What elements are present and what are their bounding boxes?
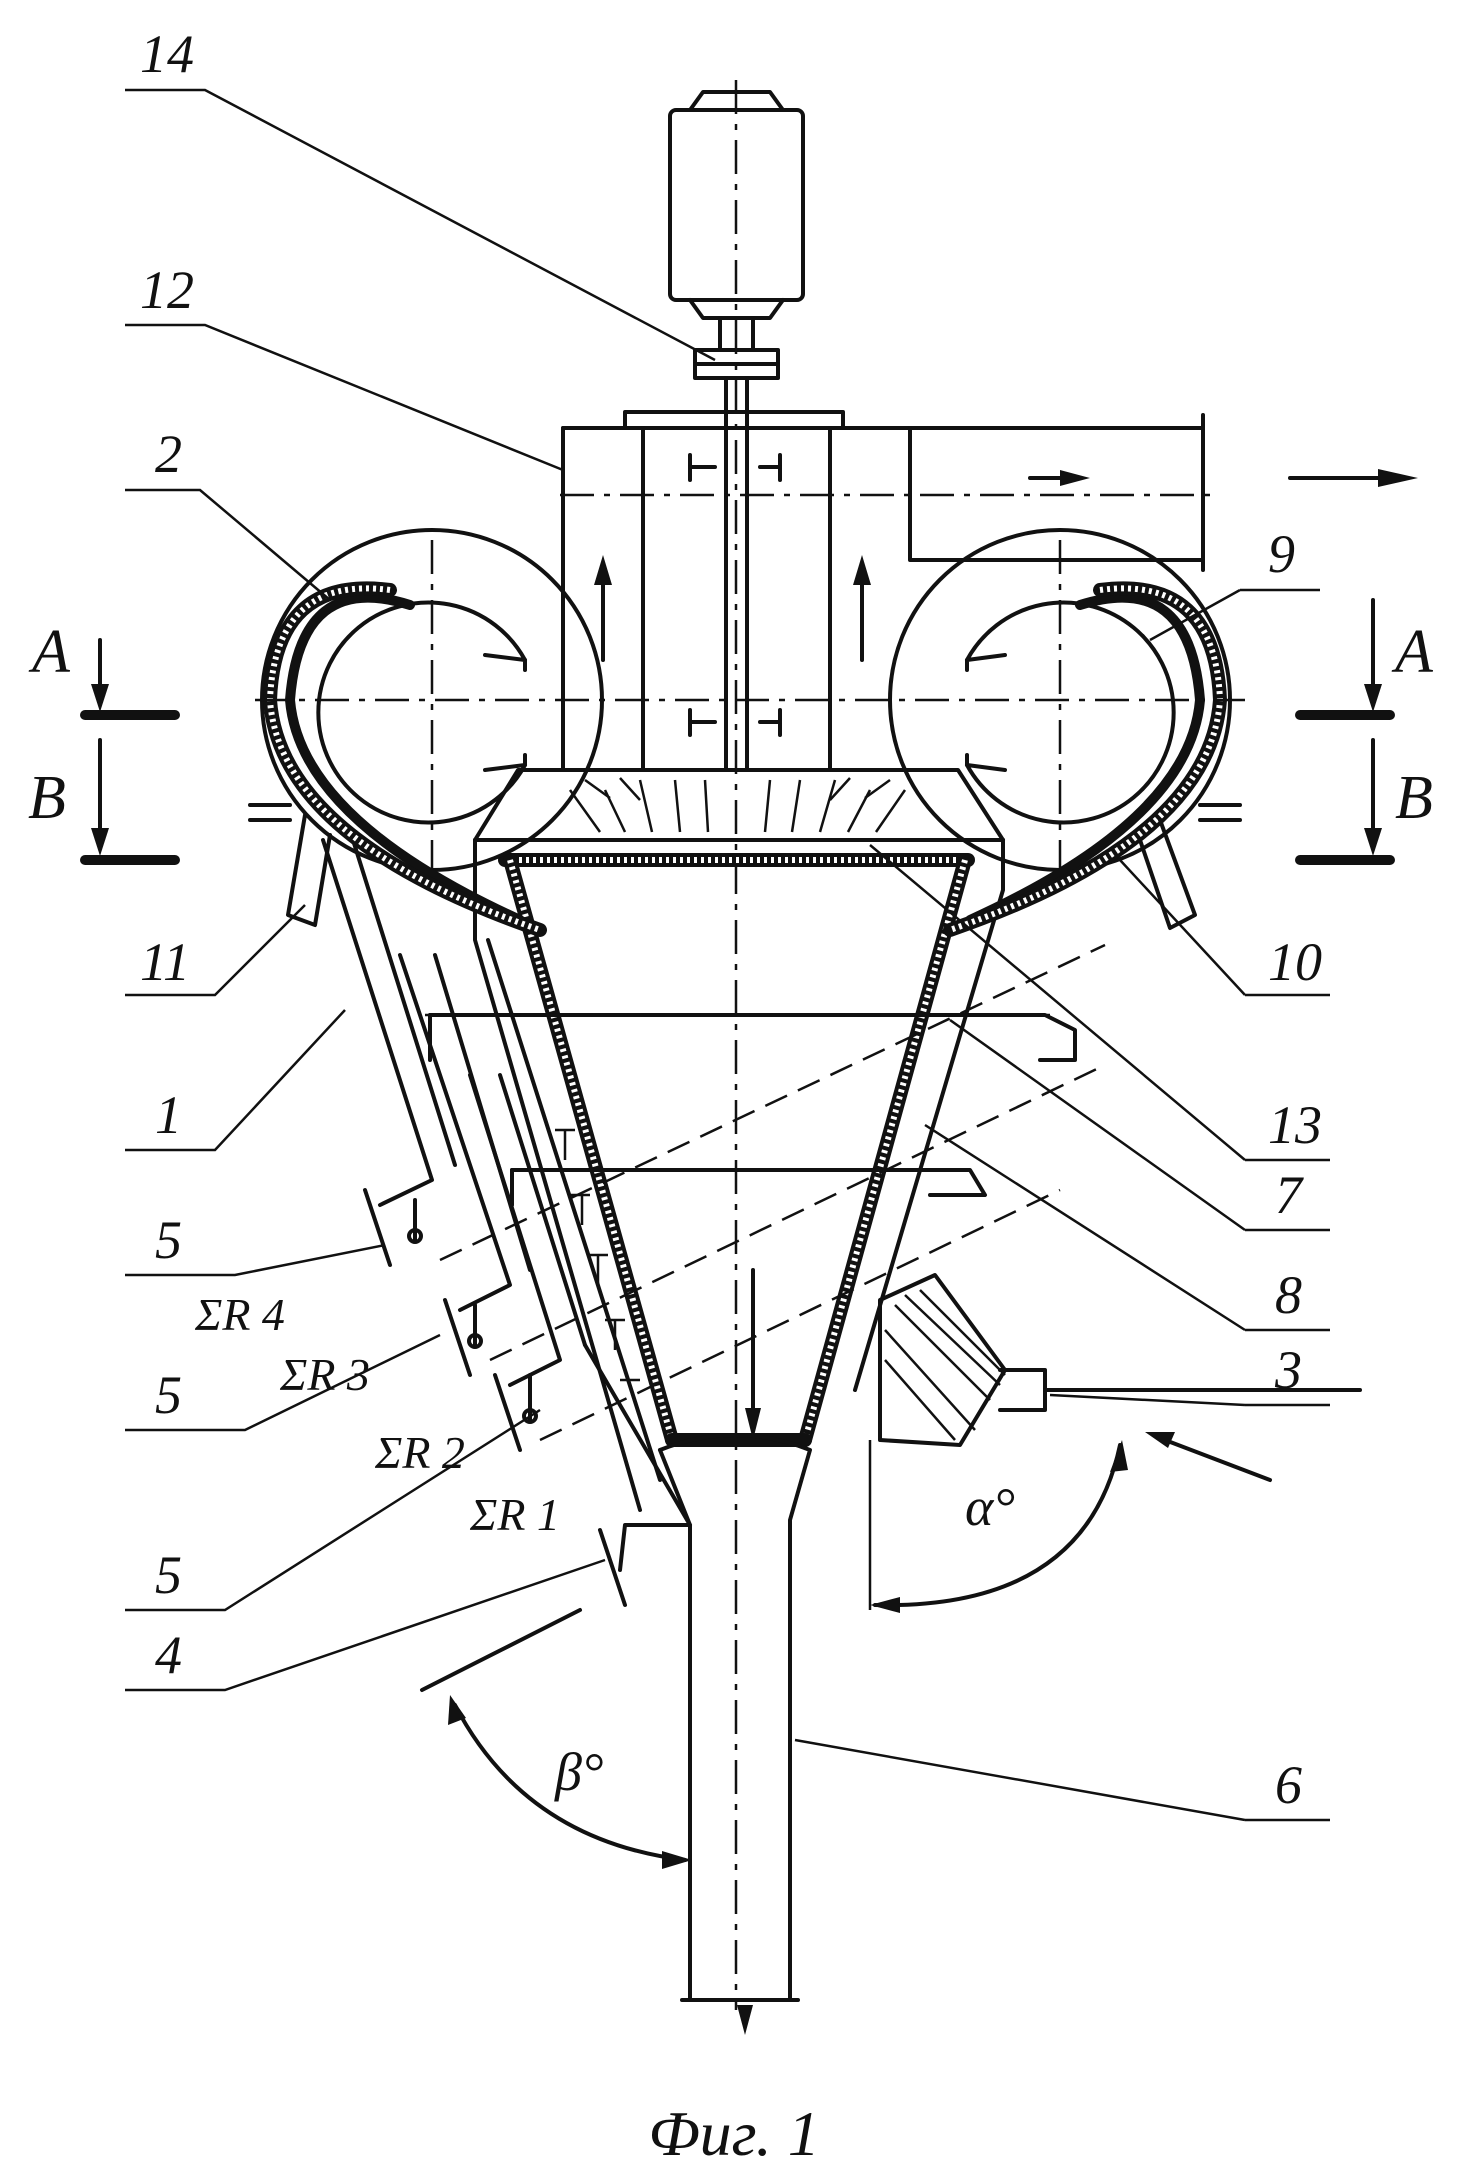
label-alpha-angle: α° (965, 1477, 1015, 1537)
section-letter-b-left: B (28, 764, 66, 832)
label-part-6: 6 (1275, 1755, 1302, 1815)
cone-segments (430, 1015, 1075, 1205)
label-part-5-top: 5 (155, 1210, 182, 1270)
label-beta-angle: β° (554, 1742, 604, 1802)
label-part-8: 8 (1275, 1265, 1302, 1325)
alpha-angle (870, 1432, 1270, 1613)
label-sigma-r4: ΣR 4 (194, 1289, 285, 1340)
left-volute (250, 530, 602, 930)
label-part-10: 10 (1268, 932, 1322, 992)
figure-caption: Фиг. 1 (648, 2098, 820, 2169)
section-letter-a-left: A (28, 618, 71, 686)
label-sigma-r3: ΣR 3 (279, 1349, 370, 1400)
label-part-7: 7 (1275, 1165, 1304, 1225)
section-letter-a-right: A (1391, 618, 1434, 686)
label-part-4: 4 (155, 1625, 182, 1685)
label-sigma-r1: ΣR 1 (469, 1489, 560, 1540)
label-part-5-bottom: 5 (155, 1545, 182, 1605)
label-part-1: 1 (155, 1085, 182, 1145)
label-part-2: 2 (155, 424, 182, 484)
label-part-11: 11 (140, 932, 190, 992)
label-part-12: 12 (140, 260, 194, 320)
right-volute (890, 530, 1240, 930)
label-part-5-mid: 5 (155, 1365, 182, 1425)
label-sigma-r2: ΣR 2 (374, 1427, 465, 1478)
outer-cone (475, 840, 1003, 1510)
section-letter-b-right: B (1395, 764, 1433, 832)
section-mark-right (1300, 600, 1390, 860)
label-part-13: 13 (1268, 1095, 1322, 1155)
label-part-3: 3 (1274, 1340, 1302, 1400)
label-part-14: 14 (140, 24, 194, 84)
label-part-9: 9 (1268, 524, 1295, 584)
section-mark-left (85, 640, 175, 860)
